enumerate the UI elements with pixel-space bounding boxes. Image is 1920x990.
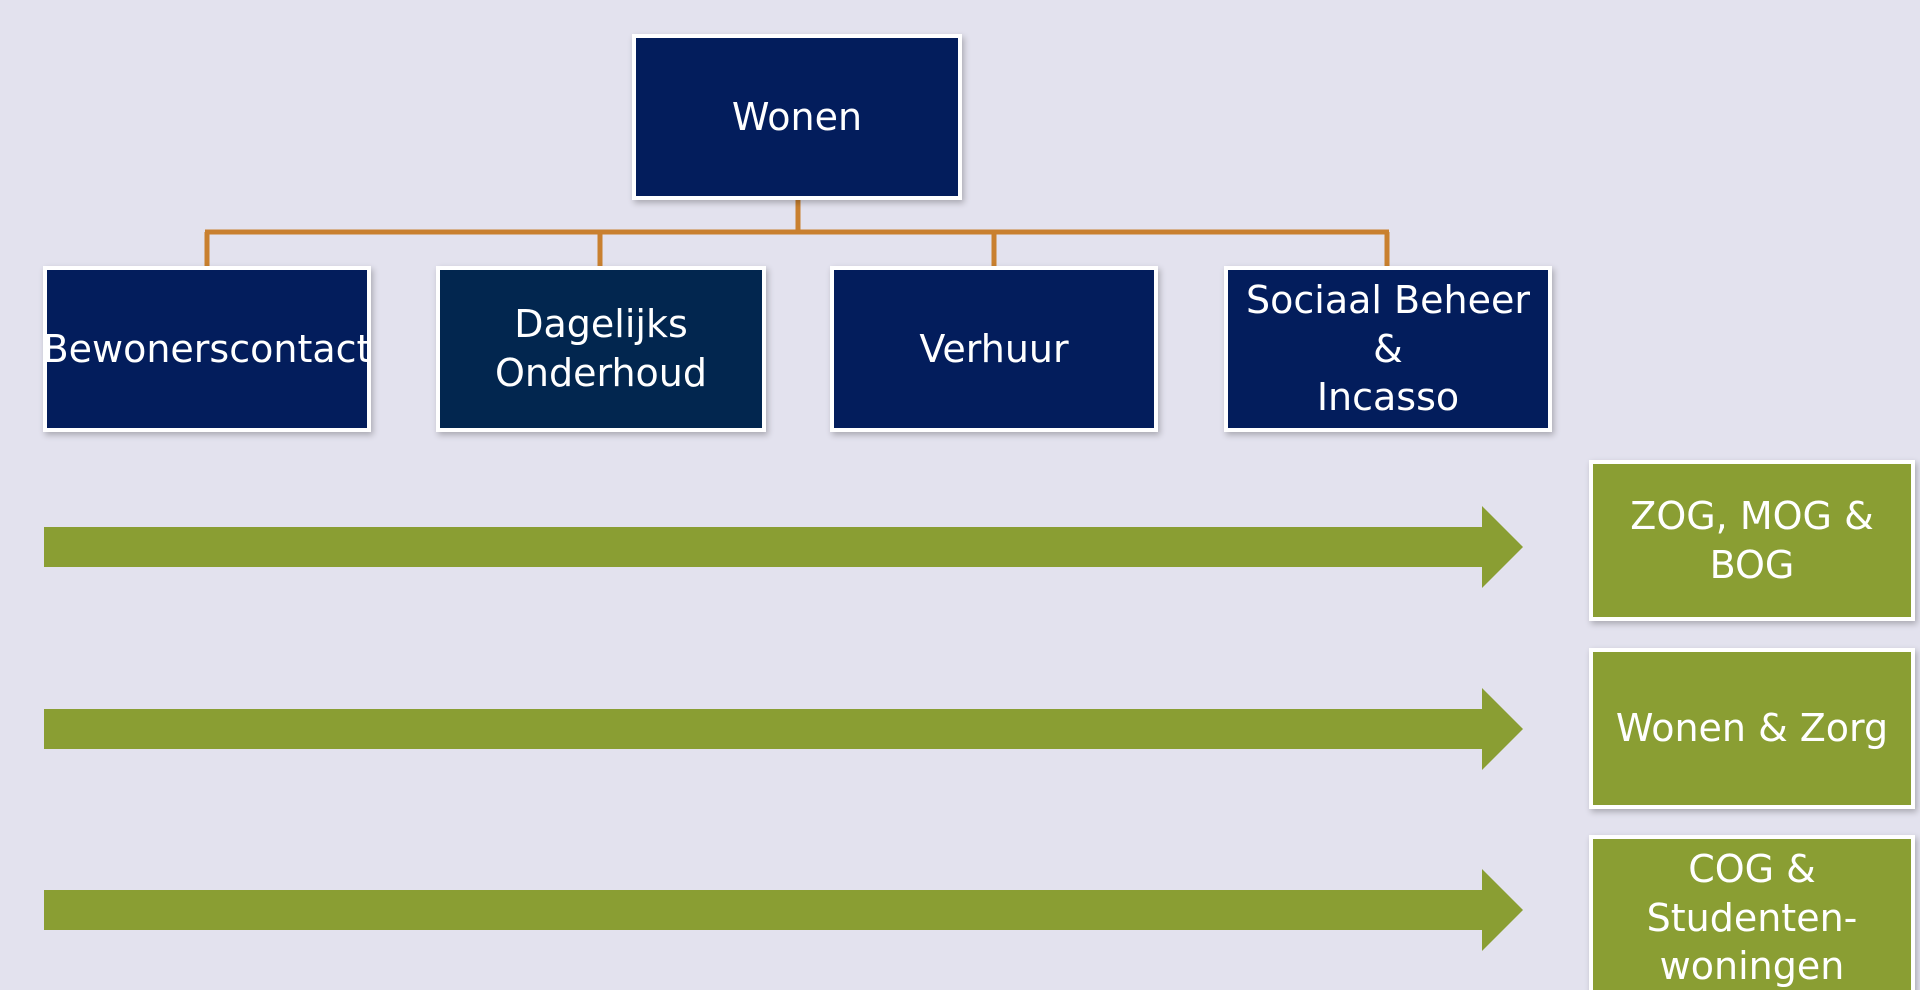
node-cog-studentenwoningen-label: COG & Studenten- woningen <box>1646 847 1858 989</box>
node-wonen: Wonen <box>632 34 962 200</box>
node-zog-mog-bog-label: ZOG, MOG & BOG <box>1630 493 1874 587</box>
arrow-zog-mog-bog <box>44 506 1523 588</box>
node-verhuur-label: Verhuur <box>919 326 1069 371</box>
node-dagelijks-onderhoud: Dagelijks Onderhoud <box>436 266 766 432</box>
node-wonen-zorg-label: Wonen & Zorg <box>1615 706 1889 751</box>
arrow-wonen-zorg <box>44 688 1523 770</box>
node-zog-mog-bog: ZOG, MOG & BOG <box>1589 460 1915 621</box>
node-wonen-zorg: Wonen & Zorg <box>1589 648 1915 809</box>
node-cog-studentenwoningen: COG & Studenten- woningen <box>1589 835 1915 990</box>
node-wonen-label: Wonen <box>731 94 863 139</box>
node-bewonerscontact: Bewonerscontact <box>43 266 371 432</box>
arrow-cog-studentenwoningen <box>44 869 1523 951</box>
node-verhuur: Verhuur <box>830 266 1158 432</box>
node-sociaal-beheer-incasso: Sociaal Beheer & Incasso <box>1224 266 1552 432</box>
node-sociaal-beheer-incasso-label: Sociaal Beheer & Incasso <box>1246 278 1530 420</box>
node-bewonerscontact-label: Bewonerscontact <box>42 326 372 371</box>
node-dagelijks-onderhoud-label: Dagelijks Onderhoud <box>495 302 707 395</box>
